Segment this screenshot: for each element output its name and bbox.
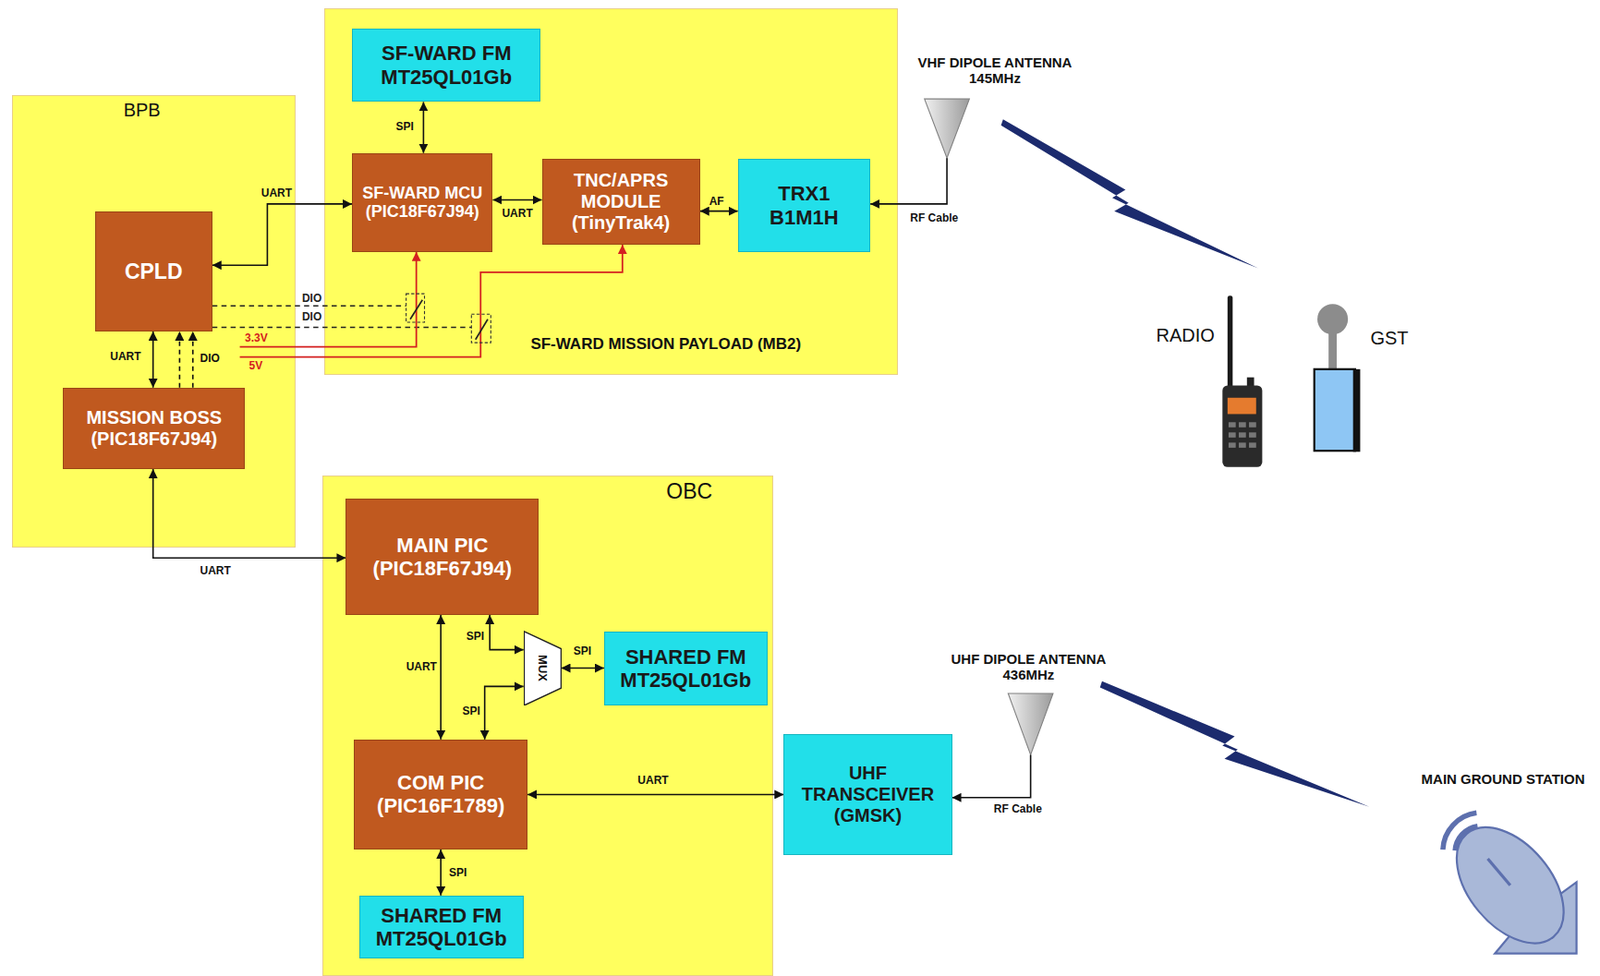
mcu-box: SF-WARD MCU (PIC18F67J94) xyxy=(351,153,493,253)
payload-panel: SF-WARD MISSION PAYLOAD (MB2) SF-WARD FM … xyxy=(324,8,898,376)
node-label: VHF DIPOLE ANTENNA 145MHz xyxy=(903,54,1088,87)
connector xyxy=(152,331,155,388)
transceiver-box: TRX1 B1M1H xyxy=(738,158,872,253)
radio-link xyxy=(1001,119,1259,268)
edge-label: RF Cable xyxy=(993,803,1043,816)
radio-icon: RADIO xyxy=(1152,290,1268,470)
flash-memory: SHARED FM MT25QL01Gb xyxy=(604,631,768,707)
mux-symbol: MUX xyxy=(523,630,562,707)
antenna: UHF DIPOLE ANTENNA 436MHz xyxy=(936,651,1121,756)
bpb-panel: BPB CPLD MISSION BOSS (PIC18F67J94) xyxy=(12,95,296,548)
edge-label: SPI xyxy=(448,867,467,880)
radio-icon xyxy=(1238,432,1247,438)
node-label: SF-WARD MCU (PIC18F67J94) xyxy=(356,183,488,222)
mcu-box: COM PIC (PIC16F1789) xyxy=(353,739,528,850)
dish-icon xyxy=(1435,807,1585,963)
node-label: CPLD xyxy=(124,259,183,284)
node-label: COM PIC (PIC16F1789) xyxy=(362,771,520,819)
node-label: SF-WARD FM MT25QL01Gb xyxy=(358,41,534,89)
node-label: OBC xyxy=(666,479,738,504)
radio-icon xyxy=(1228,432,1237,438)
edge-label: SPI xyxy=(466,630,485,643)
gst-icon xyxy=(1317,303,1348,335)
node-label: MAIN GROUND STATION xyxy=(1411,771,1596,788)
radio-icon xyxy=(1248,442,1257,449)
radio-icon xyxy=(1222,385,1262,467)
radio-link xyxy=(1100,681,1370,808)
edge-label: UART xyxy=(406,661,437,674)
dish-icon xyxy=(1487,859,1510,886)
connector xyxy=(439,615,442,740)
edge-label: UART xyxy=(109,351,141,364)
node-label: SF-WARD MISSION PAYLOAD (MB2) xyxy=(530,335,878,354)
radio-icon xyxy=(1238,422,1247,428)
node-label: MAIN PIC (PIC18F67J94) xyxy=(353,533,531,582)
edge-label: DIO xyxy=(200,352,220,365)
node-label: SHARED FM MT25QL01Gb xyxy=(610,645,762,693)
node-label: MUX xyxy=(536,654,549,682)
connector xyxy=(700,210,739,213)
connector xyxy=(439,849,442,897)
ground-station: MAIN GROUND STATION xyxy=(1411,771,1596,958)
obc-panel: OBC MAIN PIC (PIC18F67J94) MUX SHARED FM MT… xyxy=(322,475,774,976)
node-label: UHF DIPOLE ANTENNA 436MHz xyxy=(936,651,1121,684)
gst-icon xyxy=(1314,369,1356,451)
node-label: UHF TRANSCEIVER (GMSK) xyxy=(791,763,944,827)
radio-icon xyxy=(1248,432,1257,438)
edge-label: RF Cable xyxy=(909,212,958,225)
node-label: TNC/APRS MODULE (TinyTrak4) xyxy=(551,169,691,234)
flash-memory: SHARED FM MT25QL01Gb xyxy=(359,896,524,959)
node-label: BPB xyxy=(123,99,185,122)
mcu-box: MISSION BOSS (PIC18F67J94) xyxy=(62,387,245,470)
node-label: MISSION BOSS (PIC18F67J94) xyxy=(69,407,239,450)
gst-icon xyxy=(1328,332,1337,372)
node-label: SHARED FM MT25QL01Gb xyxy=(365,904,518,952)
mux-shape xyxy=(523,630,561,705)
signal-label: 5V xyxy=(249,360,264,373)
edge-label: SPI xyxy=(396,121,414,134)
node-label: GST xyxy=(1369,327,1418,350)
antenna-symbol xyxy=(1007,693,1054,755)
node-label: TRX1 B1M1H xyxy=(759,181,850,230)
radio-icon xyxy=(1227,398,1257,415)
radio-icon xyxy=(1228,442,1237,449)
edge-label: UART xyxy=(637,775,668,788)
signal-label: DIO xyxy=(302,311,322,324)
edge-label: UART xyxy=(501,207,533,220)
radio-icon xyxy=(1248,422,1257,428)
edge-label: AF xyxy=(709,195,725,208)
edge-label: SPI xyxy=(573,645,592,658)
flash-memory: SF-WARD FM MT25QL01Gb xyxy=(351,28,541,103)
antenna-symbol xyxy=(924,98,970,158)
cpld-box: CPLD xyxy=(95,211,213,332)
gst-icon xyxy=(1353,369,1361,452)
connector xyxy=(492,199,542,202)
connector xyxy=(952,754,1031,798)
edge-label: UART xyxy=(261,187,292,200)
node-label: RADIO xyxy=(1156,325,1223,347)
connector xyxy=(561,667,605,670)
radio-icon xyxy=(1238,442,1247,449)
antenna: VHF DIPOLE ANTENNA 145MHz xyxy=(903,54,1088,159)
connector xyxy=(527,794,784,797)
edge-label: UART xyxy=(200,565,231,578)
edge-label: SPI xyxy=(461,705,480,718)
radio-icon xyxy=(1227,295,1234,390)
radio-icon xyxy=(1228,422,1237,428)
mcu-box: MAIN PIC (PIC18F67J94) xyxy=(345,498,539,616)
transceiver-box: UHF TRANSCEIVER (GMSK) xyxy=(783,734,952,855)
signal-label: DIO xyxy=(302,292,322,305)
tnc-module: TNC/APRS MODULE (TinyTrak4) xyxy=(542,158,701,245)
signal-label: 3.3V xyxy=(244,332,268,345)
connector xyxy=(423,101,425,153)
ground-terminal: GST xyxy=(1308,302,1421,458)
